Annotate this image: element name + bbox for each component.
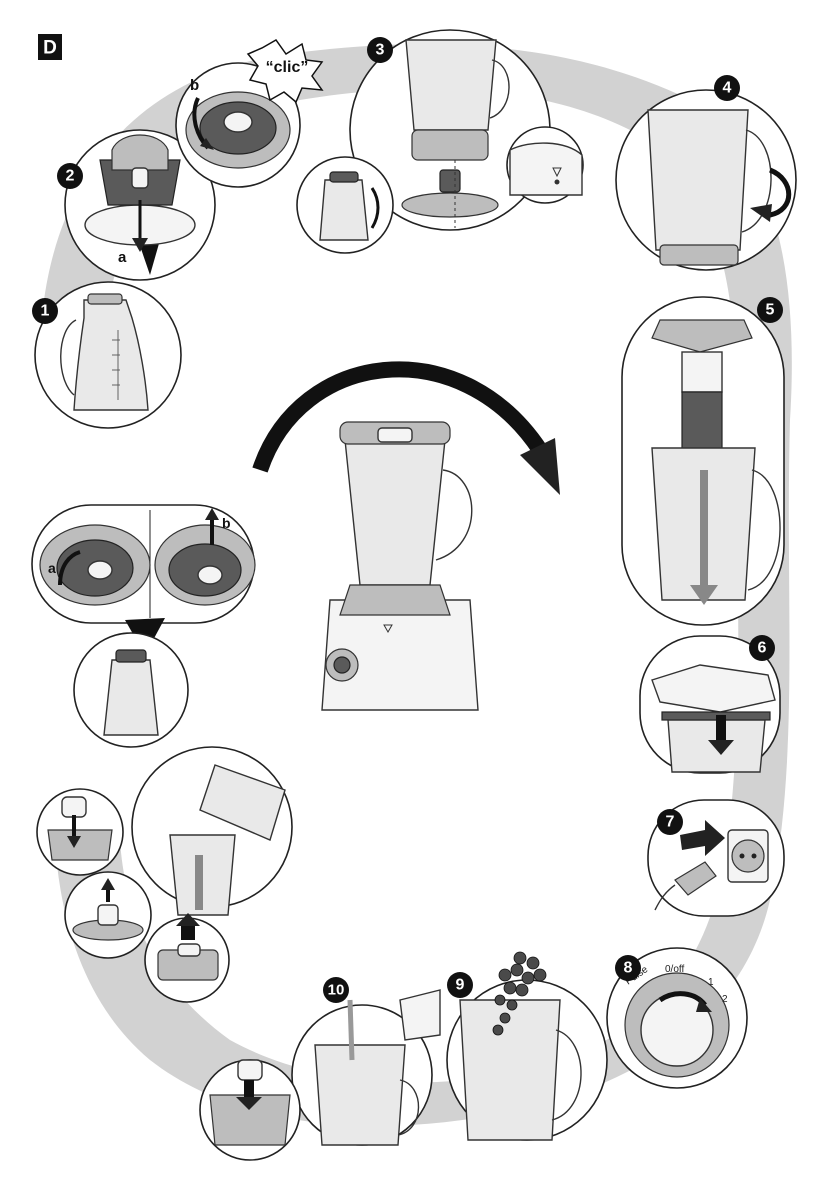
panel-juicer-removal: a b xyxy=(32,505,255,747)
panel-step-5: 5 xyxy=(622,297,784,625)
step-number: 6 xyxy=(758,640,767,657)
step-number: 9 xyxy=(456,977,465,994)
callout-clic: “clic” xyxy=(266,59,309,76)
blender-main-illustration xyxy=(260,369,560,710)
dial-label-2: 2 xyxy=(722,994,728,1005)
panel-lid-and-pouring xyxy=(37,747,292,1002)
panel-step-1: 1 xyxy=(32,282,181,428)
callout-a: a xyxy=(118,249,127,266)
step-number: 10 xyxy=(328,982,345,999)
callout-b: b xyxy=(222,515,231,531)
panel-step-7: 7 xyxy=(648,800,784,916)
callout-a: a xyxy=(48,560,56,576)
section-letter-badge: D xyxy=(38,34,62,60)
section-letter: D xyxy=(43,38,57,59)
panel-step-6: 6 xyxy=(640,635,780,773)
dial-label-1: 1 xyxy=(708,977,714,988)
step-number: 7 xyxy=(666,814,675,831)
dial-label-off: 0/off xyxy=(665,964,684,975)
step-number: 4 xyxy=(723,80,732,97)
step-number: 2 xyxy=(66,168,75,185)
step-number: 1 xyxy=(41,303,50,320)
step-number: 5 xyxy=(766,302,775,319)
step-number: 3 xyxy=(376,42,385,59)
callout-b: b xyxy=(190,77,199,94)
step-number: 8 xyxy=(624,960,633,977)
panel-step-9: 9 xyxy=(447,952,607,1140)
panel-lid-insert xyxy=(200,1060,300,1160)
panel-step-8: Pulse 0/off 1 2 8 xyxy=(607,948,747,1088)
